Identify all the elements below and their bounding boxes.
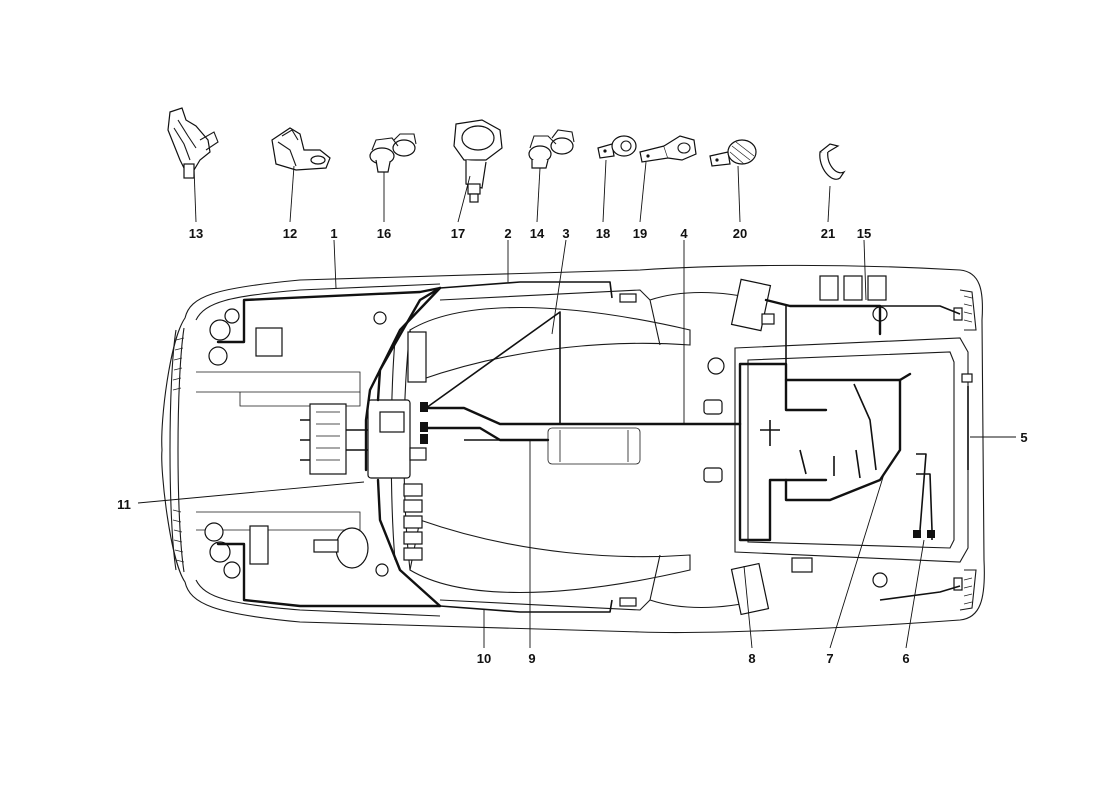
part-double-clip-16: [369, 133, 417, 173]
callout-6: 6: [902, 651, 909, 666]
callout-1: 1: [330, 226, 337, 241]
parts-row: [167, 107, 846, 203]
callout-20: 20: [733, 226, 747, 241]
callout-14: 14: [530, 226, 545, 241]
callout-labels: 13 12 1 16 17 2 14 3 18 19 4 20 21 15 5 …: [117, 226, 1027, 666]
leader-lines: [137, 159, 1016, 649]
components: [204, 275, 973, 616]
harness-wires: [216, 281, 969, 613]
callout-16: 16: [377, 226, 391, 241]
part-clamp-12: [271, 127, 331, 171]
car-body-outline: [161, 264, 985, 634]
callout-10: 10: [477, 651, 491, 666]
callout-12: 12: [283, 226, 297, 241]
callout-2: 2: [504, 226, 511, 241]
part-double-clip-14: [528, 129, 575, 169]
callout-5: 5: [1020, 430, 1027, 445]
callout-8: 8: [748, 651, 755, 666]
callout-21: 21: [821, 226, 835, 241]
callout-15: 15: [857, 226, 871, 241]
callout-18: 18: [596, 226, 610, 241]
callout-3: 3: [562, 226, 569, 241]
callout-11: 11: [117, 497, 131, 512]
part-clip-13: [167, 107, 219, 179]
callout-13: 13: [189, 226, 203, 241]
part-tube-clip-17: [453, 119, 503, 203]
part-p-clip-19: [639, 135, 697, 163]
callout-17: 17: [451, 226, 465, 241]
callout-4: 4: [680, 226, 688, 241]
part-p-clip-18: [597, 135, 637, 159]
part-p-clip-20: [709, 139, 757, 167]
callout-19: 19: [633, 226, 647, 241]
callout-9: 9: [528, 651, 535, 666]
part-ring-21: [819, 143, 846, 180]
callout-7: 7: [826, 651, 833, 666]
